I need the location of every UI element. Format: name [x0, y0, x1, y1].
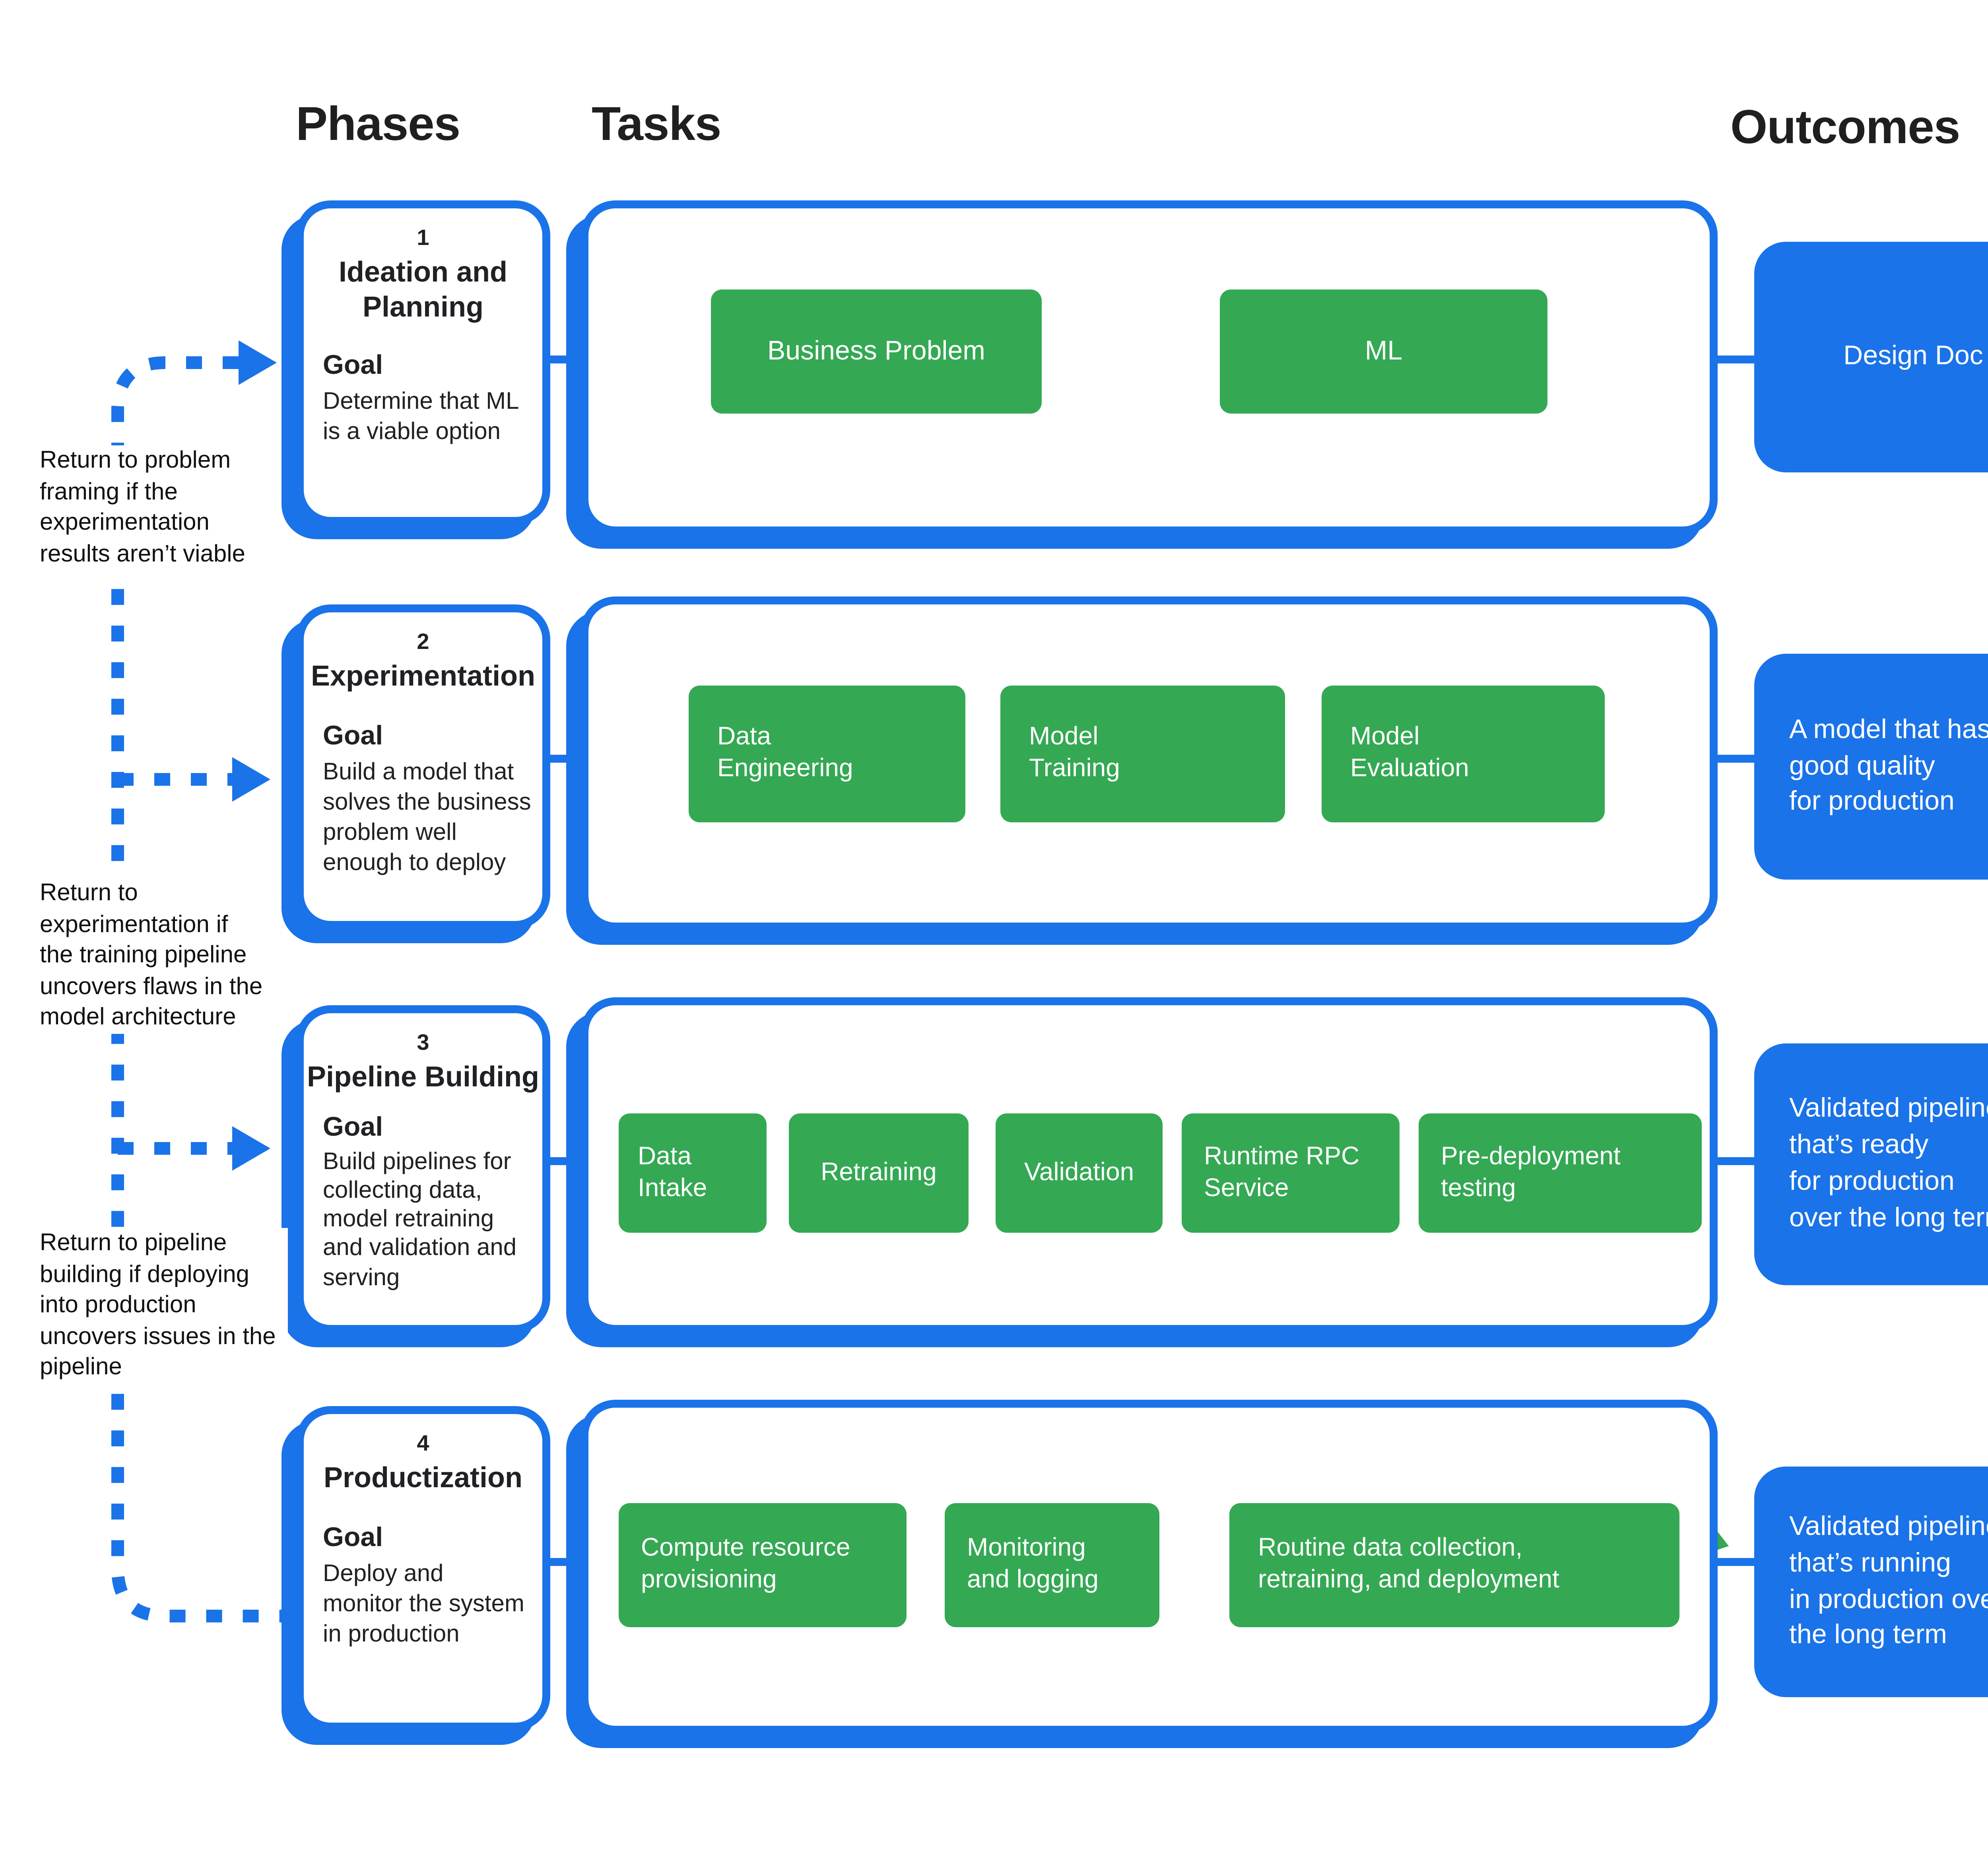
task-business-problem: Business Problem [711, 289, 1042, 414]
task-model-evaluation: Model Evaluation [1322, 686, 1605, 822]
task-data-engineering: Data Engineering [689, 686, 965, 822]
annotation-return-to-experimentation: Return to experimentation if the trainin… [40, 878, 282, 1033]
phases-column-header: Phases [296, 99, 460, 151]
task-routine-data-collection-retraining-deployment: Routine data collection, retraining, and… [1229, 1503, 1679, 1627]
phase-title: Ideation and Planning [338, 256, 507, 322]
phase-number: 4 [417, 1430, 429, 1455]
phase-title: Pipeline Building [307, 1061, 539, 1093]
phase-card-experimentation: 2 Experimentation Goal Build a model tha… [296, 604, 550, 929]
goal-text: Build a model that solves the business p… [323, 758, 531, 877]
outcome-model-good-quality: A model that has good quality for produc… [1754, 654, 1988, 880]
task-ml: ML [1220, 289, 1547, 414]
phase-number: 3 [417, 1029, 429, 1055]
task-retraining: Retraining [789, 1113, 969, 1233]
task-compute-resource-provisioning: Compute resource provisioning [619, 1503, 907, 1627]
phase-number: 2 [417, 628, 429, 654]
goal-text: Deploy and monitor the system in product… [323, 1560, 524, 1648]
goal-label: Goal [323, 1111, 383, 1142]
task-validation: Validation [996, 1113, 1163, 1233]
goal-text: Build pipelines for collecting data, mod… [323, 1148, 517, 1292]
arrow-to-phase2-icon [232, 757, 270, 802]
annotation-return-to-pipeline-building: Return to pipeline building if deploying… [40, 1228, 288, 1383]
phase-card-productization: 4 Productization Goal Deploy and monitor… [296, 1406, 550, 1731]
outcome-validated-pipeline-running: Validated pipeline that’s running in pro… [1754, 1467, 1988, 1697]
arrow-to-phase3-icon [232, 1126, 270, 1171]
task-model-training: Model Training [1000, 686, 1285, 822]
goal-text: Determine that ML is a viable option [323, 388, 519, 446]
goal-label: Goal [323, 350, 383, 381]
task-monitoring-and-logging: Monitoring and logging [945, 1503, 1159, 1627]
annotation-return-to-problem-framing: Return to problem framing if the experim… [40, 445, 262, 569]
arrow-to-phase1-icon [239, 340, 277, 385]
phase-title: Experimentation [311, 660, 536, 692]
outcomes-column-header: Outcomes [1730, 102, 1960, 154]
goal-label: Goal [323, 1521, 383, 1552]
phase-card-pipeline-building: 3 Pipeline Building Goal Build pipelines… [296, 1005, 550, 1333]
task-pre-deployment-testing: Pre-deployment testing [1419, 1113, 1702, 1233]
blue-arrowheads [232, 340, 277, 1171]
tasks-container-row1 [580, 200, 1718, 534]
phase-number: 1 [417, 224, 429, 250]
task-runtime-rpc-service: Runtime RPC Service [1182, 1113, 1400, 1233]
goal-label: Goal [323, 720, 383, 750]
phase-card-ideation-planning: 1 Ideation and Planning Goal Determine t… [296, 200, 550, 525]
tasks-column-header: Tasks [592, 99, 722, 151]
task-data-intake: Data Intake [619, 1113, 767, 1233]
row-connectors [544, 355, 1759, 1566]
phase-title: Productization [324, 1462, 522, 1494]
outcome-validated-pipeline-ready: Validated pipeline that’s ready for prod… [1754, 1043, 1988, 1285]
left-return-dotted-path [111, 356, 286, 1622]
outcome-design-doc: Design Doc [1754, 242, 1988, 472]
